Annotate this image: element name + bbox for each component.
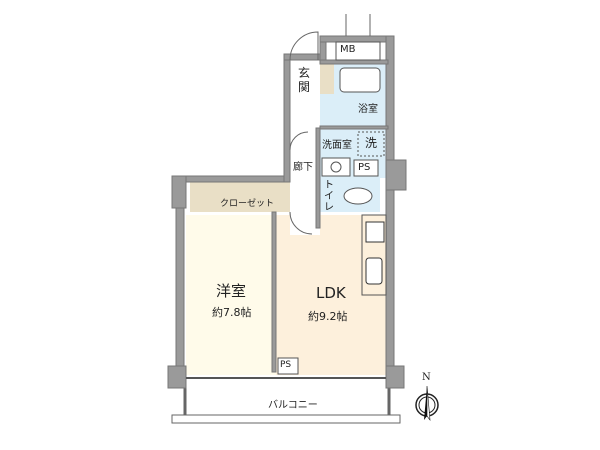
closet-label: クローゼット <box>220 199 275 209</box>
compass-icon <box>415 385 439 422</box>
pipe-space-upper <box>353 159 379 177</box>
entrance-label: 玄関 <box>298 66 311 94</box>
washer-label: 洗 <box>365 136 378 150</box>
bathroom-label: 浴室 <box>358 104 378 115</box>
balcony-label: バルコニー <box>268 400 318 411</box>
bathtub-icon <box>339 67 381 93</box>
meter-box-label: MB <box>340 44 356 55</box>
pipe-space-lower <box>277 357 299 375</box>
entrance-door <box>289 31 319 61</box>
washroom-label: 洗面室 <box>322 140 352 151</box>
stove-icon <box>365 221 385 243</box>
compass-north-label: N <box>422 372 431 383</box>
kitchen-sink-icon <box>365 257 383 285</box>
mb-door <box>345 14 371 36</box>
hall-door <box>289 131 309 151</box>
meter-box <box>335 41 381 61</box>
ps-upper-label: PS <box>358 162 371 173</box>
balcony-rail <box>171 414 401 424</box>
walls <box>167 35 407 389</box>
ldk-name: LDK <box>316 284 346 302</box>
ldk-area: 約9.2帖 <box>308 310 348 323</box>
ps-lower-label: PS <box>280 360 292 370</box>
sink-icon <box>321 157 351 177</box>
western-room-floor <box>186 215 276 375</box>
hallway-floor <box>290 60 320 235</box>
hallway-label: 廊下 <box>293 162 313 173</box>
toilet-label: トイレ <box>324 180 334 213</box>
toilet-icon <box>343 187 373 205</box>
western-room-name: 洋室 <box>216 282 247 300</box>
sink-basin-icon <box>330 161 342 173</box>
ldk-door <box>289 211 313 235</box>
western-room-area: 約7.8帖 <box>212 306 252 319</box>
closet-floor <box>190 182 290 212</box>
shoe-cabinet <box>320 64 334 94</box>
washer-space <box>357 131 385 157</box>
